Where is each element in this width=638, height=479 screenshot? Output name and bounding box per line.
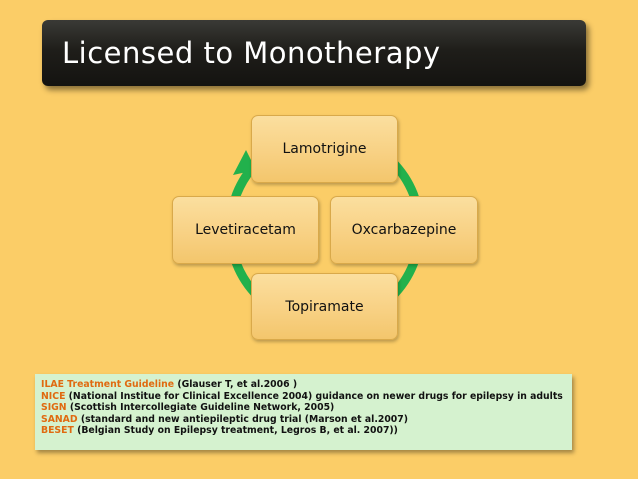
- reference-key: BESET: [41, 425, 74, 436]
- reference-key: NICE: [41, 390, 66, 402]
- node-levetiracetam: Levetiracetam: [172, 196, 319, 264]
- reference-text: (Belgian Study on Epilepsy treatment, Le…: [73, 425, 398, 436]
- reference-key: SIGN: [41, 402, 67, 413]
- node-lamotrigine: Lamotrigine: [251, 115, 398, 183]
- reference-text: (Glauser T, et al.2006 ): [174, 379, 298, 390]
- node-oxcarbazepine: Oxcarbazepine: [330, 196, 478, 264]
- cycle-arrow-icon: [233, 150, 256, 175]
- reference-item: NICE (National Institue for Clinical Exc…: [41, 391, 566, 403]
- reference-item: SANAD (standard and new antiepileptic dr…: [41, 414, 566, 426]
- references-box: ILAE Treatment Guideline (Glauser T, et …: [35, 374, 572, 450]
- reference-text: (standard and new antiepileptic drug tri…: [77, 413, 408, 425]
- reference-text: (National Institue for Clinical Excellen…: [65, 390, 563, 402]
- reference-text: (Scottish Intercollegiate Guideline Netw…: [66, 402, 335, 413]
- node-topiramate: Topiramate: [251, 273, 398, 340]
- reference-key: SANAD: [41, 413, 78, 425]
- reference-item: ILAE Treatment Guideline (Glauser T, et …: [41, 379, 566, 391]
- title-bar: Licensed to Monotherapy: [42, 20, 586, 86]
- reference-item: SIGN (Scottish Intercollegiate Guideline…: [41, 402, 566, 414]
- reference-key: ILAE Treatment Guideline: [41, 379, 175, 390]
- reference-item: BESET (Belgian Study on Epilepsy treatme…: [41, 425, 566, 437]
- slide-title: Licensed to Monotherapy: [62, 36, 441, 70]
